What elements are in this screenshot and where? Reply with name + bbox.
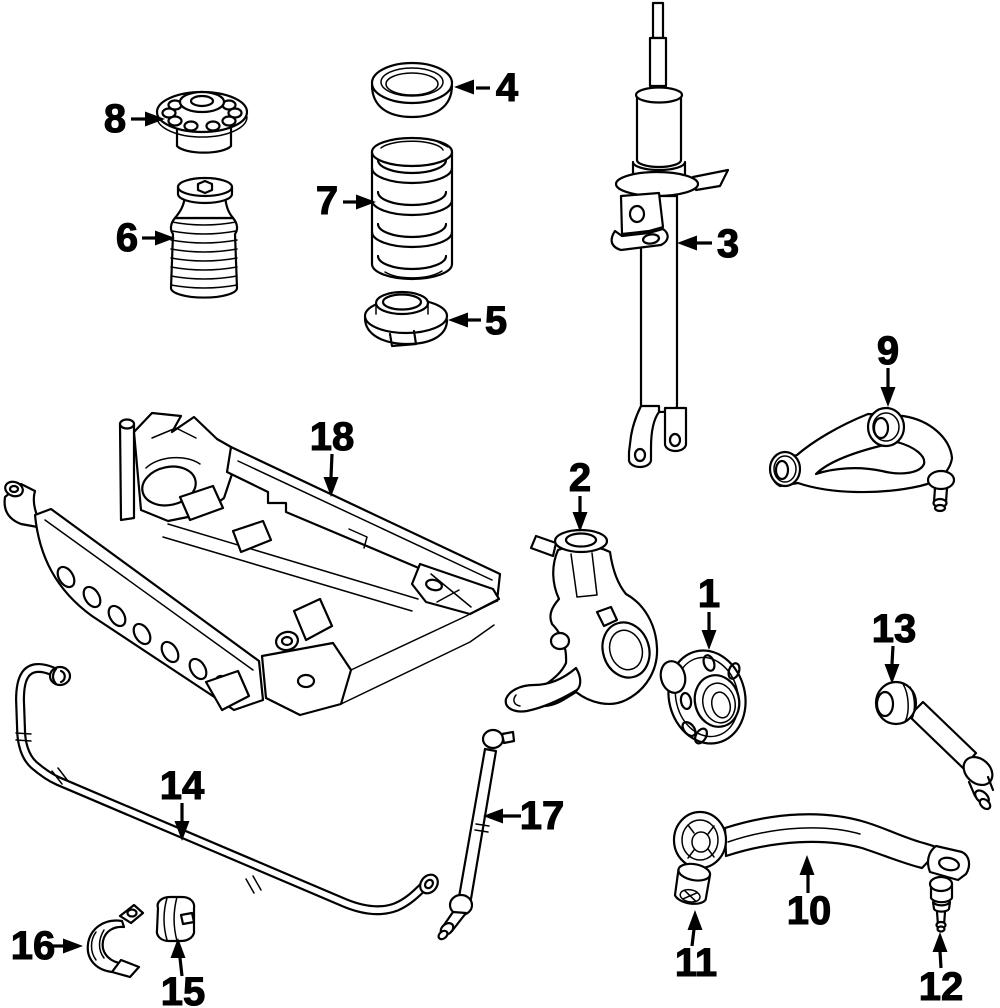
arrowhead [356, 194, 376, 210]
arrowhead [174, 821, 190, 841]
callout-1: 1 [697, 571, 721, 650]
part-label-7: 7 [316, 179, 338, 223]
arrowhead [687, 910, 703, 930]
part-11-control-arm-bushing [673, 862, 712, 905]
part-1-wheel-hub [659, 649, 747, 745]
callout-8: 8 [103, 96, 165, 142]
callout-5: 5 [448, 298, 508, 344]
arrowhead [145, 111, 165, 127]
callout-15: 15 [160, 938, 206, 1008]
part-12-ball-joint [928, 875, 954, 933]
arrowhead [884, 664, 900, 684]
callout-7: 7 [315, 178, 376, 224]
part-label-18: 18 [310, 415, 355, 459]
arrowhead [483, 808, 503, 824]
part-5-lower-spring-seat [363, 290, 449, 348]
part-label-2: 2 [569, 456, 591, 500]
part-label-1: 1 [698, 572, 720, 616]
leader-line [178, 957, 184, 977]
arrowhead [677, 235, 697, 251]
part-label-9: 9 [877, 329, 899, 373]
part-8-strut-mount [155, 90, 249, 154]
part-label-3: 3 [717, 222, 739, 266]
callout-3: 3 [677, 221, 740, 267]
arrowhead [63, 938, 83, 954]
part-label-8: 8 [104, 97, 126, 141]
callout-11: 11 [674, 910, 718, 986]
part-label-10: 10 [787, 889, 832, 933]
callout-6: 6 [115, 215, 175, 261]
part-14-stabilizer-bar [14, 662, 439, 916]
part-18-suspension-crossmember [3, 411, 502, 717]
arrowhead [454, 79, 474, 95]
part-3-strut [610, 1, 730, 469]
part-label-16: 16 [11, 924, 56, 968]
callout-18: 18 [309, 414, 355, 497]
callout-17: 17 [483, 793, 565, 839]
part-label-12: 12 [919, 965, 964, 1008]
callout-14: 14 [159, 763, 206, 841]
part-7-coil-spring [370, 136, 454, 281]
part-label-14: 14 [160, 764, 205, 808]
callout-13: 13 [871, 606, 917, 684]
leader-line [938, 950, 943, 969]
part-label-5: 5 [485, 299, 507, 343]
part-10-lower-control-arm [672, 810, 971, 882]
part-label-11: 11 [675, 941, 717, 985]
arrowhead [572, 512, 588, 532]
part-16-stabilizer-bar-bracket [86, 903, 145, 979]
leader-line [890, 645, 895, 665]
leader-line [690, 928, 696, 947]
leader-line [329, 453, 334, 478]
callout-2: 2 [568, 455, 592, 532]
part-6-dust-boot [169, 176, 239, 299]
part-2-steering-knuckle [504, 528, 659, 713]
arrowhead [170, 938, 186, 958]
part-13-tension-strut [874, 680, 995, 811]
callout-10: 10 [786, 855, 832, 934]
part-15-stabilizer-bar-bushing [155, 895, 196, 943]
arrowhead [799, 855, 815, 875]
part-4-upper-spring-seat [370, 61, 454, 119]
part-label-6: 6 [116, 216, 138, 260]
arrowhead [880, 387, 896, 407]
arrowhead [701, 630, 717, 650]
callout-12: 12 [918, 932, 964, 1008]
part-9-upper-control-arm [768, 406, 956, 513]
part-label-17: 17 [520, 794, 565, 838]
arrowhead [932, 932, 948, 952]
part-label-4: 4 [496, 66, 519, 110]
part-label-13: 13 [872, 607, 917, 651]
arrowhead [155, 230, 175, 246]
arrowhead [448, 312, 468, 328]
arrowhead [323, 477, 339, 497]
callout-4: 4 [454, 65, 519, 111]
part-label-15: 15 [161, 970, 206, 1008]
part-17-stabilizer-link [437, 728, 516, 941]
callout-16: 16 [10, 923, 83, 969]
callout-9: 9 [876, 328, 900, 407]
